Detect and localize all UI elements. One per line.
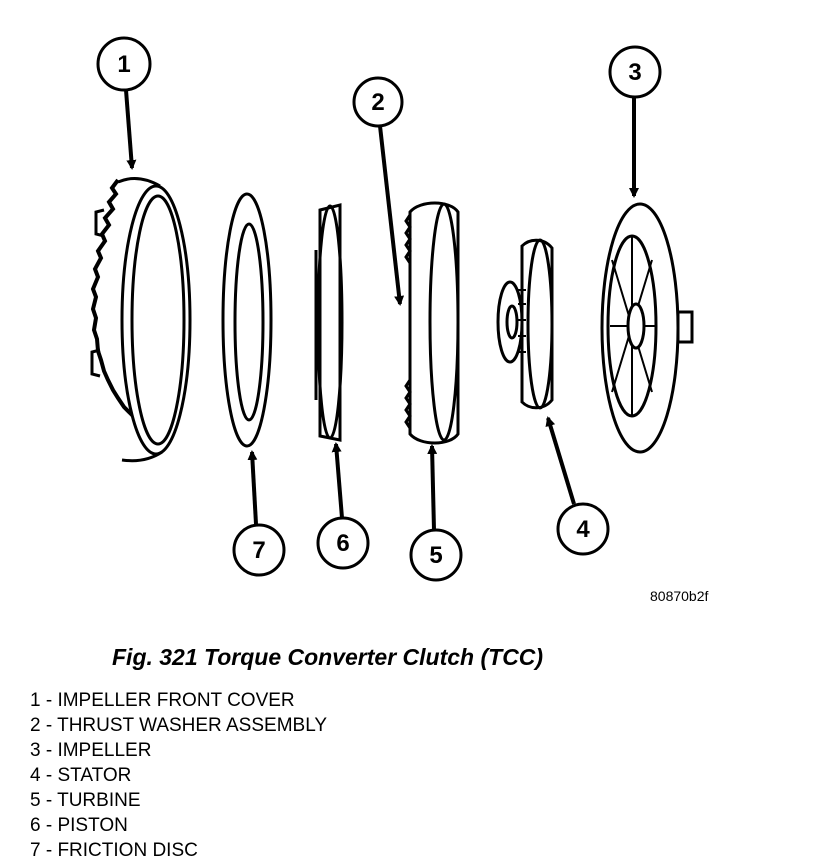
impeller bbox=[600, 202, 694, 454]
callout-2: 2 bbox=[352, 76, 404, 128]
svg-text:3: 3 bbox=[628, 59, 641, 86]
legend-item-6: 6 - PISTON bbox=[30, 815, 128, 836]
leader-arrow-2 bbox=[378, 125, 405, 306]
svg-text:6: 6 bbox=[336, 530, 349, 557]
leader-arrow-6 bbox=[331, 442, 344, 519]
legend-item-7: 7 - FRICTION DISC bbox=[30, 840, 198, 861]
leader-arrow-4 bbox=[545, 416, 576, 505]
turbine bbox=[404, 201, 460, 445]
callout-4: 4 bbox=[556, 502, 610, 556]
callout-3: 3 bbox=[608, 45, 662, 99]
friction-disc bbox=[221, 192, 273, 448]
exploded-view-diagram: 1 2 3 4 5 6 7 bbox=[90, 36, 694, 582]
leader-arrow-5 bbox=[427, 444, 438, 531]
legend-item-1: 1 - IMPELLER FRONT COVER bbox=[30, 690, 295, 711]
piston bbox=[314, 203, 344, 442]
svg-text:7: 7 bbox=[252, 537, 265, 564]
svg-text:5: 5 bbox=[429, 542, 442, 569]
impeller-front-cover bbox=[90, 177, 192, 463]
callout-7: 7 bbox=[232, 523, 286, 577]
parts-legend: 1 - IMPELLER FRONT COVER 2 - THRUST WASH… bbox=[30, 688, 327, 863]
leader-arrow-7 bbox=[247, 450, 258, 525]
legend-item-4: 4 - STATOR bbox=[30, 765, 132, 786]
leader-arrows bbox=[124, 89, 639, 531]
svg-text:1: 1 bbox=[117, 51, 130, 78]
callout-1: 1 bbox=[96, 36, 152, 92]
svg-text:4: 4 bbox=[576, 516, 590, 543]
legend-item-3: 3 - IMPELLER bbox=[30, 740, 152, 761]
legend-item-5: 5 - TURBINE bbox=[30, 790, 141, 811]
legend-item-2: 2 - THRUST WASHER ASSEMBLY bbox=[30, 715, 328, 736]
callout-6: 6 bbox=[316, 516, 370, 570]
leader-arrow-1 bbox=[124, 89, 137, 170]
callout-5: 5 bbox=[409, 528, 463, 582]
figure-code: 80870b2f bbox=[650, 588, 709, 604]
stator bbox=[496, 238, 554, 410]
figure-caption: Fig. 321 Torque Converter Clutch (TCC) bbox=[112, 644, 544, 670]
svg-text:2: 2 bbox=[371, 89, 384, 116]
